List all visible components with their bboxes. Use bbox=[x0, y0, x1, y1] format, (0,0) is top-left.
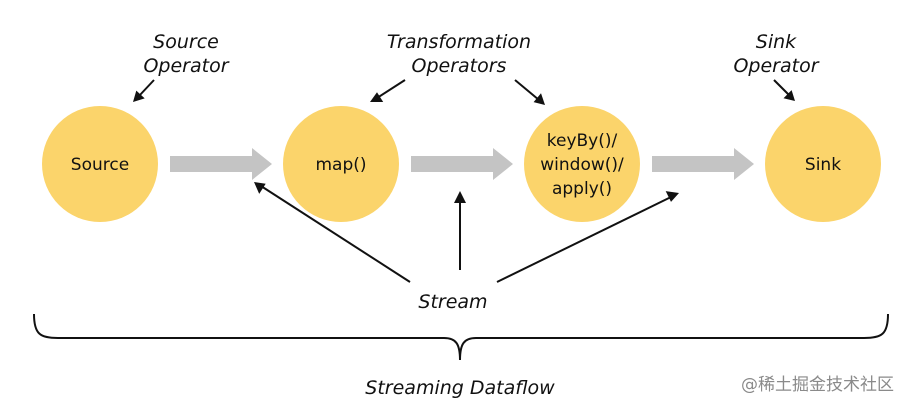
node-window-label-line-1: keyBy()/ bbox=[547, 131, 618, 151]
flow-arrow-source-to-map bbox=[170, 148, 272, 180]
node-window: keyBy()/ window()/ apply() bbox=[524, 106, 640, 222]
dataflow-brace bbox=[33, 313, 889, 361]
pointer-sink-operator bbox=[773, 79, 795, 101]
flow-arrow-window-to-sink bbox=[652, 148, 754, 180]
caption-pointers bbox=[133, 79, 795, 105]
node-window-label-line-2: window()/ bbox=[540, 155, 624, 175]
caption-source-operator-line-2: Operator bbox=[143, 55, 229, 77]
caption-sink-operator-line-1: Sink bbox=[756, 31, 797, 53]
caption-streaming-dataflow: Streaming Dataflow bbox=[365, 377, 555, 399]
pointer-source-operator bbox=[133, 79, 155, 102]
caption-sink-operator-line-2: Operator bbox=[733, 55, 819, 77]
caption-source-operator-line-1: Source bbox=[153, 31, 219, 53]
flow-arrows bbox=[170, 148, 754, 180]
watermark-text: @稀土掘金技术社区 bbox=[741, 375, 894, 395]
node-source: Source bbox=[42, 106, 158, 222]
pointer-stream-to-third-arrow bbox=[496, 191, 679, 283]
node-source-label: Source bbox=[71, 155, 129, 175]
node-map-label: map() bbox=[315, 155, 366, 175]
node-map-circle bbox=[283, 106, 399, 222]
caption-transformation-operators-line-1: Transformation bbox=[387, 31, 531, 53]
node-sink: Sink bbox=[765, 106, 881, 222]
stream-pointers bbox=[254, 182, 679, 283]
node-source-circle bbox=[42, 106, 158, 222]
caption-transformation-operators-line-2: Operators bbox=[412, 55, 507, 77]
node-sink-circle bbox=[765, 106, 881, 222]
node-window-label-line-3: apply() bbox=[552, 179, 612, 199]
flow-arrow-map-to-window bbox=[411, 148, 513, 180]
pointer-transformation-to-map bbox=[370, 79, 406, 102]
caption-stream: Stream bbox=[418, 291, 487, 313]
pointer-stream-to-first-arrow bbox=[254, 182, 411, 283]
node-window-circle bbox=[524, 106, 640, 222]
pointer-transformation-to-window bbox=[514, 79, 545, 105]
node-map: map() bbox=[283, 106, 399, 222]
node-sink-label: Sink bbox=[805, 155, 841, 175]
pointer-stream-to-second-arrow bbox=[454, 191, 466, 270]
